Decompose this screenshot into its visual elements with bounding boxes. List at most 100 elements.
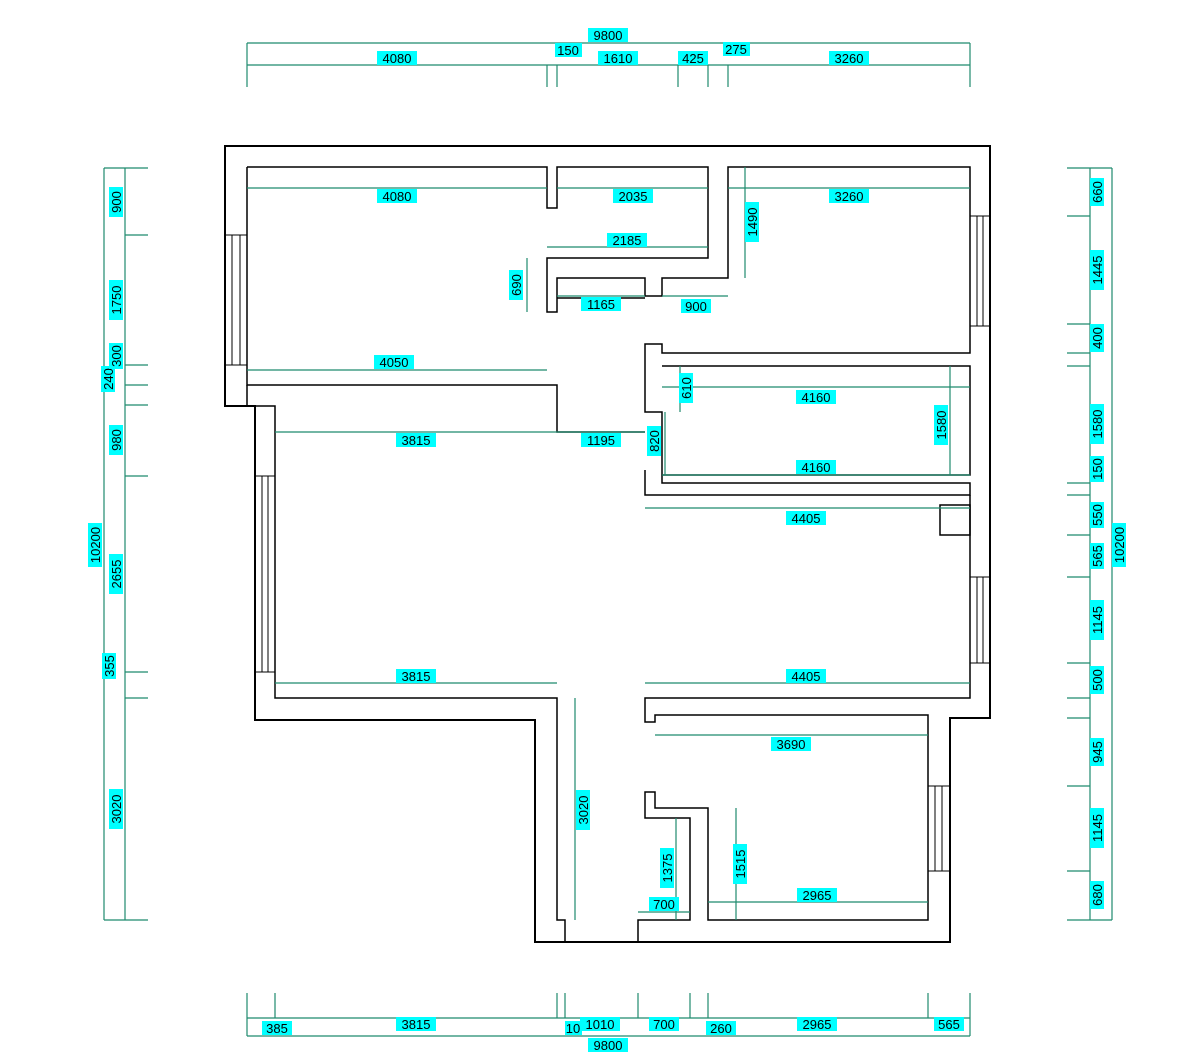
svg-text:1010: 1010 <box>586 1017 615 1032</box>
dim-label-left-6: 2655 <box>109 554 124 594</box>
dim-label-right-8: 1145 <box>1090 600 1105 640</box>
svg-text:385: 385 <box>266 1021 288 1036</box>
dim-label-in-1515: 1515 <box>733 844 748 884</box>
svg-text:1580: 1580 <box>934 411 949 440</box>
dim-label-left-1: 900 <box>109 187 124 217</box>
svg-text:550: 550 <box>1090 504 1105 526</box>
svg-text:1195: 1195 <box>587 433 615 448</box>
dim-label-left-3: 240 <box>101 366 116 392</box>
svg-text:3260: 3260 <box>835 51 864 66</box>
svg-text:3260: 3260 <box>835 189 864 204</box>
svg-text:660: 660 <box>1090 181 1105 203</box>
dim-label-right-9: 500 <box>1090 666 1105 694</box>
dimension-lines <box>103 42 1113 1037</box>
svg-text:4405: 4405 <box>792 669 821 684</box>
svg-text:400: 400 <box>1090 327 1105 349</box>
dim-label-right-12: 680 <box>1090 881 1105 909</box>
dim-label-bottom-5: 700 <box>649 1017 679 1032</box>
svg-text:690: 690 <box>509 274 524 296</box>
svg-text:1515: 1515 <box>733 850 748 879</box>
inner-wall-left <box>247 166 971 496</box>
dim-label-in-3690: 3690 <box>771 737 811 752</box>
window-left-upper <box>224 234 248 366</box>
dim-label-in-4080: 4080 <box>377 189 417 204</box>
svg-text:3020: 3020 <box>576 796 591 825</box>
dim-label-right-total: 10200 <box>1112 523 1127 567</box>
dim-label-in-3815-b: 3815 <box>396 669 436 684</box>
dim-label-left-4: 300 <box>109 343 124 369</box>
dim-label-bottom-7: 2965 <box>797 1017 837 1032</box>
svg-text:500: 500 <box>1090 669 1105 691</box>
svg-text:980: 980 <box>109 429 124 451</box>
dim-label-right-3: 400 <box>1090 324 1105 352</box>
dim-label-left-2: 1750 <box>109 280 124 320</box>
dim-label-in-4405-a: 4405 <box>786 511 826 526</box>
dim-label-right-1: 660 <box>1090 178 1105 206</box>
windows <box>224 215 991 872</box>
svg-text:945: 945 <box>1090 741 1105 763</box>
svg-text:150: 150 <box>1090 458 1105 480</box>
svg-text:1580: 1580 <box>1090 410 1105 439</box>
svg-text:1610: 1610 <box>604 51 633 66</box>
svg-text:3020: 3020 <box>109 795 124 824</box>
svg-text:4160: 4160 <box>802 460 831 475</box>
dim-label-in-700: 700 <box>649 897 679 912</box>
dim-label-in-2035: 2035 <box>613 189 653 204</box>
dim-label-in-4160-a: 4160 <box>796 390 836 405</box>
column-square <box>939 504 971 536</box>
dim-label-right-10: 945 <box>1090 738 1105 766</box>
outer-wall-outline <box>224 145 991 943</box>
dim-label-top-6: 3260 <box>829 51 869 66</box>
svg-text:4080: 4080 <box>383 51 412 66</box>
dim-label-right-7: 565 <box>1090 543 1105 569</box>
svg-text:1445: 1445 <box>1090 256 1105 285</box>
dim-label-bottom-2: 3815 <box>396 1017 436 1032</box>
dim-label-in-1165: 1165 <box>581 297 621 312</box>
svg-text:275: 275 <box>725 42 747 57</box>
svg-text:2185: 2185 <box>613 233 642 248</box>
svg-text:700: 700 <box>653 1017 675 1032</box>
svg-text:300: 300 <box>109 345 124 367</box>
svg-text:2035: 2035 <box>619 189 648 204</box>
dim-label-bottom-1: 385 <box>262 1021 292 1036</box>
svg-text:565: 565 <box>1090 545 1105 567</box>
svg-text:4405: 4405 <box>792 511 821 526</box>
inner-wall-living-right <box>637 495 971 942</box>
svg-text:1490: 1490 <box>745 208 760 237</box>
svg-text:10200: 10200 <box>88 527 103 563</box>
svg-text:10200: 10200 <box>1112 527 1127 563</box>
dim-label-right-5: 150 <box>1090 456 1105 482</box>
dim-label-right-6: 550 <box>1090 502 1105 528</box>
svg-text:2965: 2965 <box>803 888 832 903</box>
dim-label-bottom-total: 9800 <box>588 1038 628 1053</box>
dim-label-left-5: 980 <box>109 425 124 455</box>
dim-label-left-8: 3020 <box>109 789 124 829</box>
dim-label-in-820: 820 <box>647 426 662 456</box>
window-left-lower <box>254 475 276 673</box>
dim-label-in-2965: 2965 <box>797 888 837 903</box>
svg-text:1145: 1145 <box>1090 606 1105 634</box>
svg-text:4050: 4050 <box>380 355 409 370</box>
svg-text:2655: 2655 <box>109 560 124 589</box>
dim-label-in-4160-b: 4160 <box>796 460 836 475</box>
svg-text:240: 240 <box>101 368 116 390</box>
svg-text:900: 900 <box>685 299 707 314</box>
walls <box>224 145 991 943</box>
svg-text:3690: 3690 <box>777 737 806 752</box>
dim-label-top-2: 150 <box>555 43 582 58</box>
svg-text:1165: 1165 <box>587 297 615 312</box>
dim-label-in-690: 690 <box>509 270 524 300</box>
dim-label-bottom-3: 10 <box>565 1021 582 1036</box>
dim-label-right-4: 1580 <box>1090 404 1105 444</box>
dim-label-in-4050: 4050 <box>374 355 414 370</box>
dim-label-in-3815-a: 3815 <box>396 433 436 448</box>
dim-label-left-7: 355 <box>102 653 117 679</box>
svg-text:680: 680 <box>1090 884 1105 906</box>
window-right-upper <box>969 215 991 327</box>
svg-text:1145: 1145 <box>1090 814 1105 842</box>
svg-text:9800: 9800 <box>594 1038 623 1053</box>
dim-label-in-3260: 3260 <box>829 189 869 204</box>
dim-label-top-3: 1610 <box>598 51 638 66</box>
svg-text:355: 355 <box>102 655 117 677</box>
